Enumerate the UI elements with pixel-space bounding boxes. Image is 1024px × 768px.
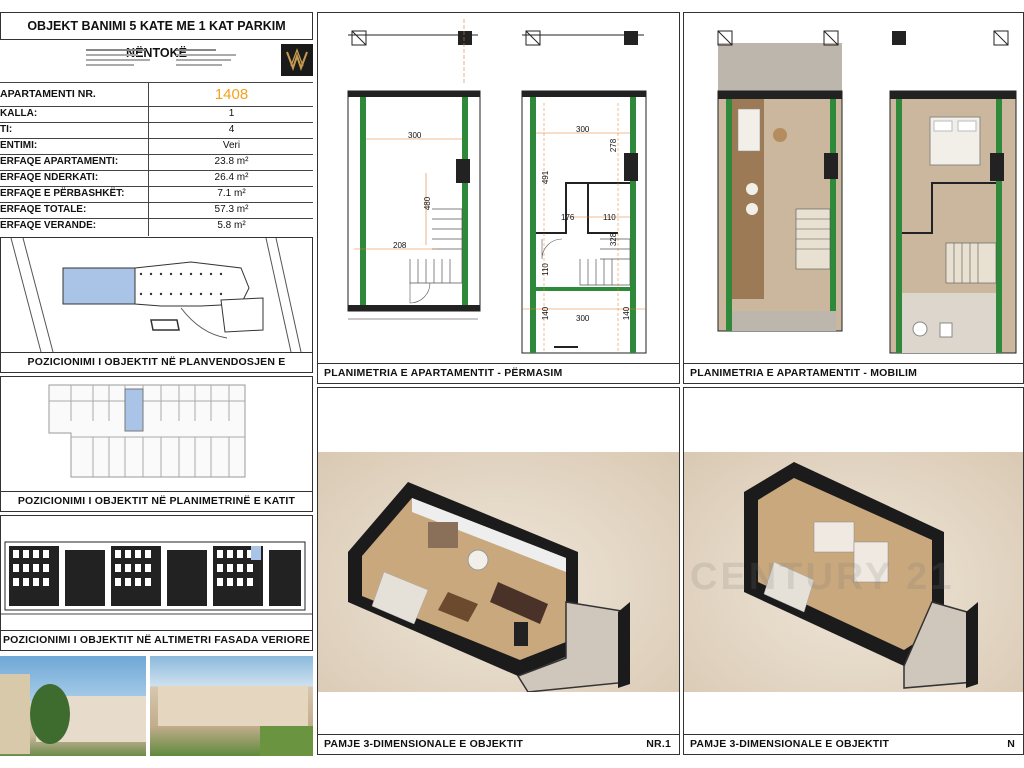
info-value: 57.3 m² <box>214 204 249 215</box>
view3d-caption-text: PAMJE 3-DIMENSIONALE E OBJEKTIT <box>324 738 524 750</box>
info-label: APARTAMENTI NR. <box>0 88 96 100</box>
dim-label: 491 <box>541 170 551 185</box>
render-photo-1 <box>0 656 146 756</box>
info-label: ERFAQE VERANDE: <box>0 220 97 231</box>
dim-label: 300 <box>576 125 590 134</box>
plan-furnished-drawing <box>717 30 1017 354</box>
plan-dimensions-caption: PLANIMETRIA E APARTAMENTIT - PËRMASIM <box>318 363 679 383</box>
investor-text <box>176 46 246 74</box>
dim-label: 300 <box>576 314 590 323</box>
info-label: ERFAQE E PËRBASHKËT: <box>0 188 125 199</box>
info-label: ERFAQE NDERKATI: <box>0 172 99 183</box>
view3d-panel-1: PAMJE 3-DIMENSIONALE E OBJEKTIT NR.1 <box>317 387 680 755</box>
dim-label: 208 <box>393 241 407 250</box>
apartment-number: 1408 <box>214 86 249 103</box>
view3d-caption-1: PAMJE 3-DIMENSIONALE E OBJEKTIT NR.1 <box>318 734 679 754</box>
info-row: ERFAQE NDERKATI: 26.4 m² <box>0 171 313 187</box>
header-strip <box>0 40 313 80</box>
info-value: 7.1 m² <box>217 188 246 199</box>
info-value: 1 <box>228 108 235 119</box>
view-number-label: NR.1 <box>646 738 671 750</box>
facade-caption: POZICIONIMI I OBJEKTIT NË ALTIMETRI FASA… <box>1 630 312 650</box>
info-label: KALLA: <box>0 108 38 119</box>
apartment-info-table: APARTAMENTI NR. 1408 KALLA: 1 TI: 4 ENTI… <box>0 82 313 236</box>
info-row: ERFAQE TOTALE: 57.3 m² <box>0 203 313 219</box>
dim-label: 176 <box>561 213 575 222</box>
facade-panel: POZICIONIMI I OBJEKTIT NË ALTIMETRI FASA… <box>0 515 313 651</box>
view3d-render-1 <box>318 452 679 693</box>
facade-drawing <box>1 541 312 615</box>
info-row: ERFAQE E PËRBASHKËT: 7.1 m² <box>0 187 313 203</box>
view3d-caption-text: PAMJE 3-DIMENSIONALE E OBJEKTIT <box>690 738 890 750</box>
plan-dimensions-drawing <box>347 19 647 354</box>
info-row: TI: 4 <box>0 123 313 139</box>
info-label: ERFAQE APARTAMENTI: <box>0 156 119 167</box>
info-row: ENTIMI: Veri <box>0 139 313 155</box>
info-value: Veri <box>222 140 241 151</box>
watermark: CENTURY 21 <box>690 556 955 598</box>
company-logo <box>281 44 313 76</box>
info-label: ENTIMI: <box>0 140 38 151</box>
info-row: ERFAQE VERANDE: 5.8 m² <box>0 219 313 236</box>
floor-position-caption: POZICIONIMI I OBJEKTIT NË PLANIMETRINË E… <box>1 491 312 511</box>
site-plan-panel: POZICIONIMI I OBJEKTIT NË PLANVENDOSJEN … <box>0 237 313 373</box>
dim-label: 328 <box>609 232 619 247</box>
render-photo-2 <box>150 656 313 756</box>
company-text <box>86 46 156 74</box>
view3d-panel-2: CENTURY 21 PAMJE 3-DIMENSIONALE E OBJEKT… <box>683 387 1024 755</box>
info-value: 23.8 m² <box>214 156 249 167</box>
info-value: 26.4 m² <box>214 172 249 183</box>
dim-label: 110 <box>603 213 616 222</box>
site-plan-drawing <box>10 238 302 353</box>
info-row: APARTAMENTI NR. 1408 <box>0 83 313 107</box>
plan-furnished-panel: PLANIMETRIA E APARTAMENTIT - MOBILIM <box>683 12 1024 384</box>
dim-label: 300 <box>408 131 422 140</box>
info-row: KALLA: 1 <box>0 107 313 123</box>
dim-label: 140 <box>541 306 551 321</box>
info-value: 5.8 m² <box>217 220 246 231</box>
site-plan-caption: POZICIONIMI I OBJEKTIT NË PLANVENDOSJEN … <box>1 352 312 372</box>
view-number-label: N <box>1007 738 1015 750</box>
view3d-caption-2: PAMJE 3-DIMENSIONALE E OBJEKTIT N <box>684 734 1023 754</box>
dim-label: 110 <box>540 263 550 276</box>
dim-label: 140 <box>622 306 632 321</box>
plan-furnished-caption: PLANIMETRIA E APARTAMENTIT - MOBILIM <box>684 363 1023 383</box>
floor-position-panel: POZICIONIMI I OBJEKTIT NË PLANIMETRINË E… <box>0 376 313 512</box>
project-title: OBJEKT BANIMI 5 KATE ME 1 KAT PARKIM NËN… <box>0 12 313 60</box>
info-label: TI: <box>0 124 13 135</box>
plan-dimensions-panel: 300 208 480 300 278 491 176 110 328 110 … <box>317 12 680 384</box>
floor-position-drawing <box>48 384 246 478</box>
view3d-render-2: CENTURY 21 <box>684 452 1023 692</box>
dim-label: 278 <box>609 138 619 153</box>
info-value: 4 <box>228 124 235 135</box>
info-label: ERFAQE TOTALE: <box>0 204 87 215</box>
info-row: ERFAQE APARTAMENTI: 23.8 m² <box>0 155 313 171</box>
dim-label: 480 <box>423 196 433 211</box>
